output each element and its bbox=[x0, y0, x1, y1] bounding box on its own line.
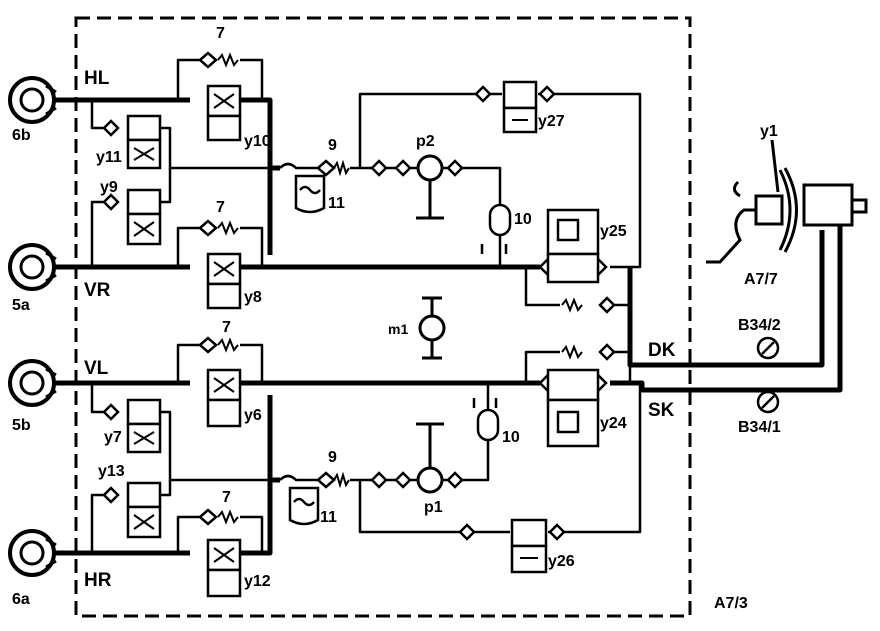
accumulator-11-lower bbox=[288, 486, 320, 526]
label-b34-1: B34/1 bbox=[738, 419, 781, 436]
label-wheel-6a: 6a bbox=[12, 591, 30, 608]
solenoid-valve-y24 bbox=[546, 368, 600, 448]
spring-symbols bbox=[217, 52, 583, 525]
pump-motor-m1 bbox=[418, 296, 446, 360]
damper-10-lower bbox=[472, 398, 500, 442]
solenoid-valve-y13 bbox=[126, 481, 162, 539]
label-sk: SK bbox=[648, 400, 675, 421]
label-y9: y9 bbox=[100, 179, 118, 196]
label-y24: y24 bbox=[600, 415, 627, 432]
label-11-lower: 11 bbox=[320, 509, 337, 526]
accumulator-11-upper bbox=[294, 174, 326, 214]
label-y11: y11 bbox=[96, 149, 122, 166]
label-y1: y1 bbox=[760, 123, 778, 140]
label-y25: y25 bbox=[600, 223, 627, 240]
label-circuit-vr: VR bbox=[84, 280, 111, 301]
label-y6: y6 bbox=[244, 407, 262, 424]
hydraulic-unit-boundary bbox=[74, 16, 692, 618]
wheel-brake-6a bbox=[8, 529, 57, 577]
label-7-b: 7 bbox=[216, 199, 225, 216]
label-circuit-vl: VL bbox=[84, 358, 109, 379]
label-y12: y12 bbox=[244, 573, 271, 590]
label-y26: y26 bbox=[548, 553, 575, 570]
label-y10: y10 bbox=[244, 133, 271, 150]
label-7-c: 7 bbox=[222, 319, 231, 336]
solenoid-valve-y6 bbox=[206, 368, 242, 428]
solenoid-valve-y26 bbox=[510, 518, 548, 574]
label-11-upper: 11 bbox=[328, 195, 345, 212]
pump-p2 bbox=[416, 154, 444, 220]
brake-lines bbox=[54, 58, 843, 556]
label-y7: y7 bbox=[104, 429, 122, 446]
solenoid-valve-y9 bbox=[126, 188, 162, 246]
label-y13: y13 bbox=[98, 463, 125, 480]
label-y27: y27 bbox=[538, 113, 565, 130]
solenoid-valve-y12 bbox=[206, 538, 242, 598]
label-p2: p2 bbox=[416, 133, 435, 150]
solenoid-valve-y25 bbox=[546, 208, 600, 284]
solenoid-valve-y10 bbox=[206, 84, 242, 142]
wheel-brake-5b bbox=[8, 359, 57, 407]
pressure-sensor-b34-2 bbox=[756, 336, 780, 360]
label-m1: m1 bbox=[388, 321, 408, 337]
solenoid-valve-y27 bbox=[502, 80, 538, 134]
label-9-lower: 9 bbox=[328, 449, 337, 466]
label-wheel-6b: 6b bbox=[12, 127, 31, 144]
brake-booster-a7-7 bbox=[706, 139, 868, 264]
wheel-brake-6b bbox=[8, 76, 57, 124]
label-10-upper: 10 bbox=[514, 211, 532, 228]
label-7-a: 7 bbox=[216, 25, 225, 42]
label-b34-2: B34/2 bbox=[738, 317, 781, 334]
label-a7-7: A7/7 bbox=[744, 271, 778, 288]
label-circuit-hl: HL bbox=[84, 68, 110, 89]
damper-10-upper bbox=[480, 203, 512, 254]
wheel-brake-5a bbox=[8, 243, 57, 291]
label-p1: p1 bbox=[424, 499, 443, 516]
label-7-d: 7 bbox=[222, 489, 231, 506]
label-a7-3: A7/3 bbox=[714, 595, 748, 612]
label-circuit-hr: HR bbox=[84, 570, 112, 591]
solenoid-valve-y7 bbox=[126, 398, 162, 454]
pressure-sensor-b34-1 bbox=[756, 390, 780, 414]
solenoid-valve-y8 bbox=[206, 252, 242, 310]
solenoid-valve-y11 bbox=[126, 114, 162, 170]
label-wheel-5b: 5b bbox=[12, 417, 31, 434]
label-9-upper: 9 bbox=[328, 137, 337, 154]
pump-p1 bbox=[416, 422, 444, 494]
label-dk: DK bbox=[648, 340, 676, 361]
label-10-lower: 10 bbox=[502, 429, 520, 446]
label-wheel-5a: 5a bbox=[12, 297, 30, 314]
label-y8: y8 bbox=[244, 289, 262, 306]
